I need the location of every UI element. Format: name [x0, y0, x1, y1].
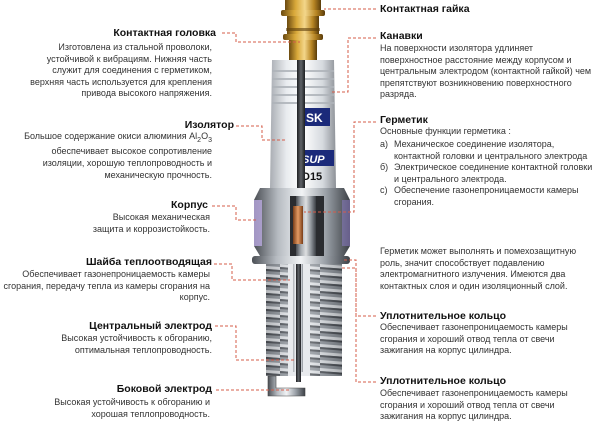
- grooves-title: Канавки: [380, 30, 423, 42]
- sealant-graphic: [293, 206, 303, 244]
- sealant-intro: Основные функции герметика :: [380, 126, 511, 136]
- brand-logo-top: SK: [306, 111, 323, 125]
- contact-head-title: Контактная головка: [113, 27, 216, 39]
- insulator-title: Изолятор: [184, 119, 234, 131]
- seal-ring-2-desc: Обеспечивает газонепроницаемость камеры …: [380, 388, 568, 422]
- center-electrode-desc: Высокая устойчивость к обгоранию, оптима…: [61, 333, 212, 355]
- sealant-note: Герметик может выполнять и помехозащитну…: [380, 246, 577, 291]
- side-electrode-desc: Высокая устойчивость к обгоранию и хорош…: [54, 397, 210, 419]
- sealant-functions-list: а)Механическое соединение изолятора, кон…: [380, 139, 596, 209]
- seal-ring-1-title: Уплотнительное кольцо: [380, 310, 506, 322]
- brand-logo-middle: SUP: [302, 154, 325, 166]
- shell-body-desc: Высокая механическая защита и коррозисто…: [92, 212, 210, 234]
- heat-washer-title: Шайба теплоотводящая: [86, 256, 212, 268]
- center-electrode-graphic: [296, 264, 301, 382]
- sealant-function-item: а)Механическое соединение изолятора, кон…: [380, 139, 588, 161]
- contact-head-desc: Изготовлена из стальной проволоки, устой…: [30, 42, 212, 99]
- grooves-desc: На поверхности изолятора удлиняет поверх…: [380, 43, 592, 100]
- shell-body-title: Корпус: [171, 199, 208, 211]
- side-electrode-title: Боковой электрод: [116, 383, 212, 395]
- insulator-desc: Большое содержание окиси алюминия Al2O3 …: [24, 131, 212, 180]
- seal-ring-2-title: Уплотнительное кольцо: [380, 375, 506, 387]
- contact-nut-graphic: [281, 0, 325, 60]
- seal-ring-graphic: [252, 256, 350, 264]
- shell-body-graphic: [254, 188, 350, 256]
- side-electrode-graphic: [267, 375, 306, 397]
- sealant-function-item: с)Обеспечение газонепроницаемости камеры…: [380, 185, 579, 207]
- sealant-title: Герметик: [380, 114, 428, 126]
- seal-ring-1-desc: Обеспечивает газонепроницаемость камеры …: [380, 322, 568, 356]
- heat-range-code: D15: [302, 171, 322, 183]
- center-electrode-title: Центральный электрод: [89, 320, 212, 332]
- sealant-function-item: б)Электрическое соединение контактной го…: [380, 162, 593, 184]
- terminal-stud-graphic: [297, 60, 305, 210]
- heat-washer-desc: Обеспечивает газонепроницаемость камеры …: [3, 269, 210, 303]
- contact-nut-title: Контактная гайка: [380, 3, 470, 15]
- threaded-section-graphic: [266, 264, 342, 382]
- leader-lines: [212, 8, 376, 391]
